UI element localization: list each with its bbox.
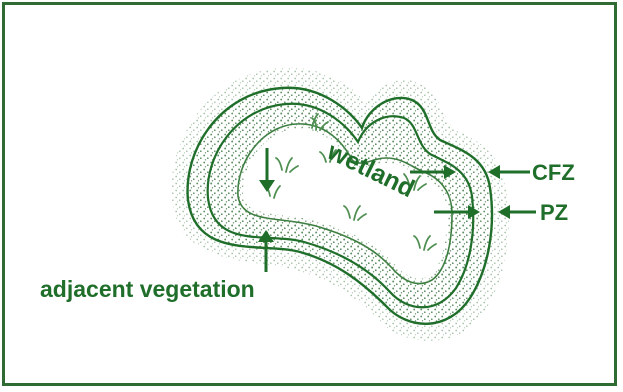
pz-label: PZ	[540, 200, 568, 225]
cfz-label: CFZ	[532, 160, 575, 185]
adjacent-vegetation-label: adjacent vegetation	[40, 276, 255, 302]
